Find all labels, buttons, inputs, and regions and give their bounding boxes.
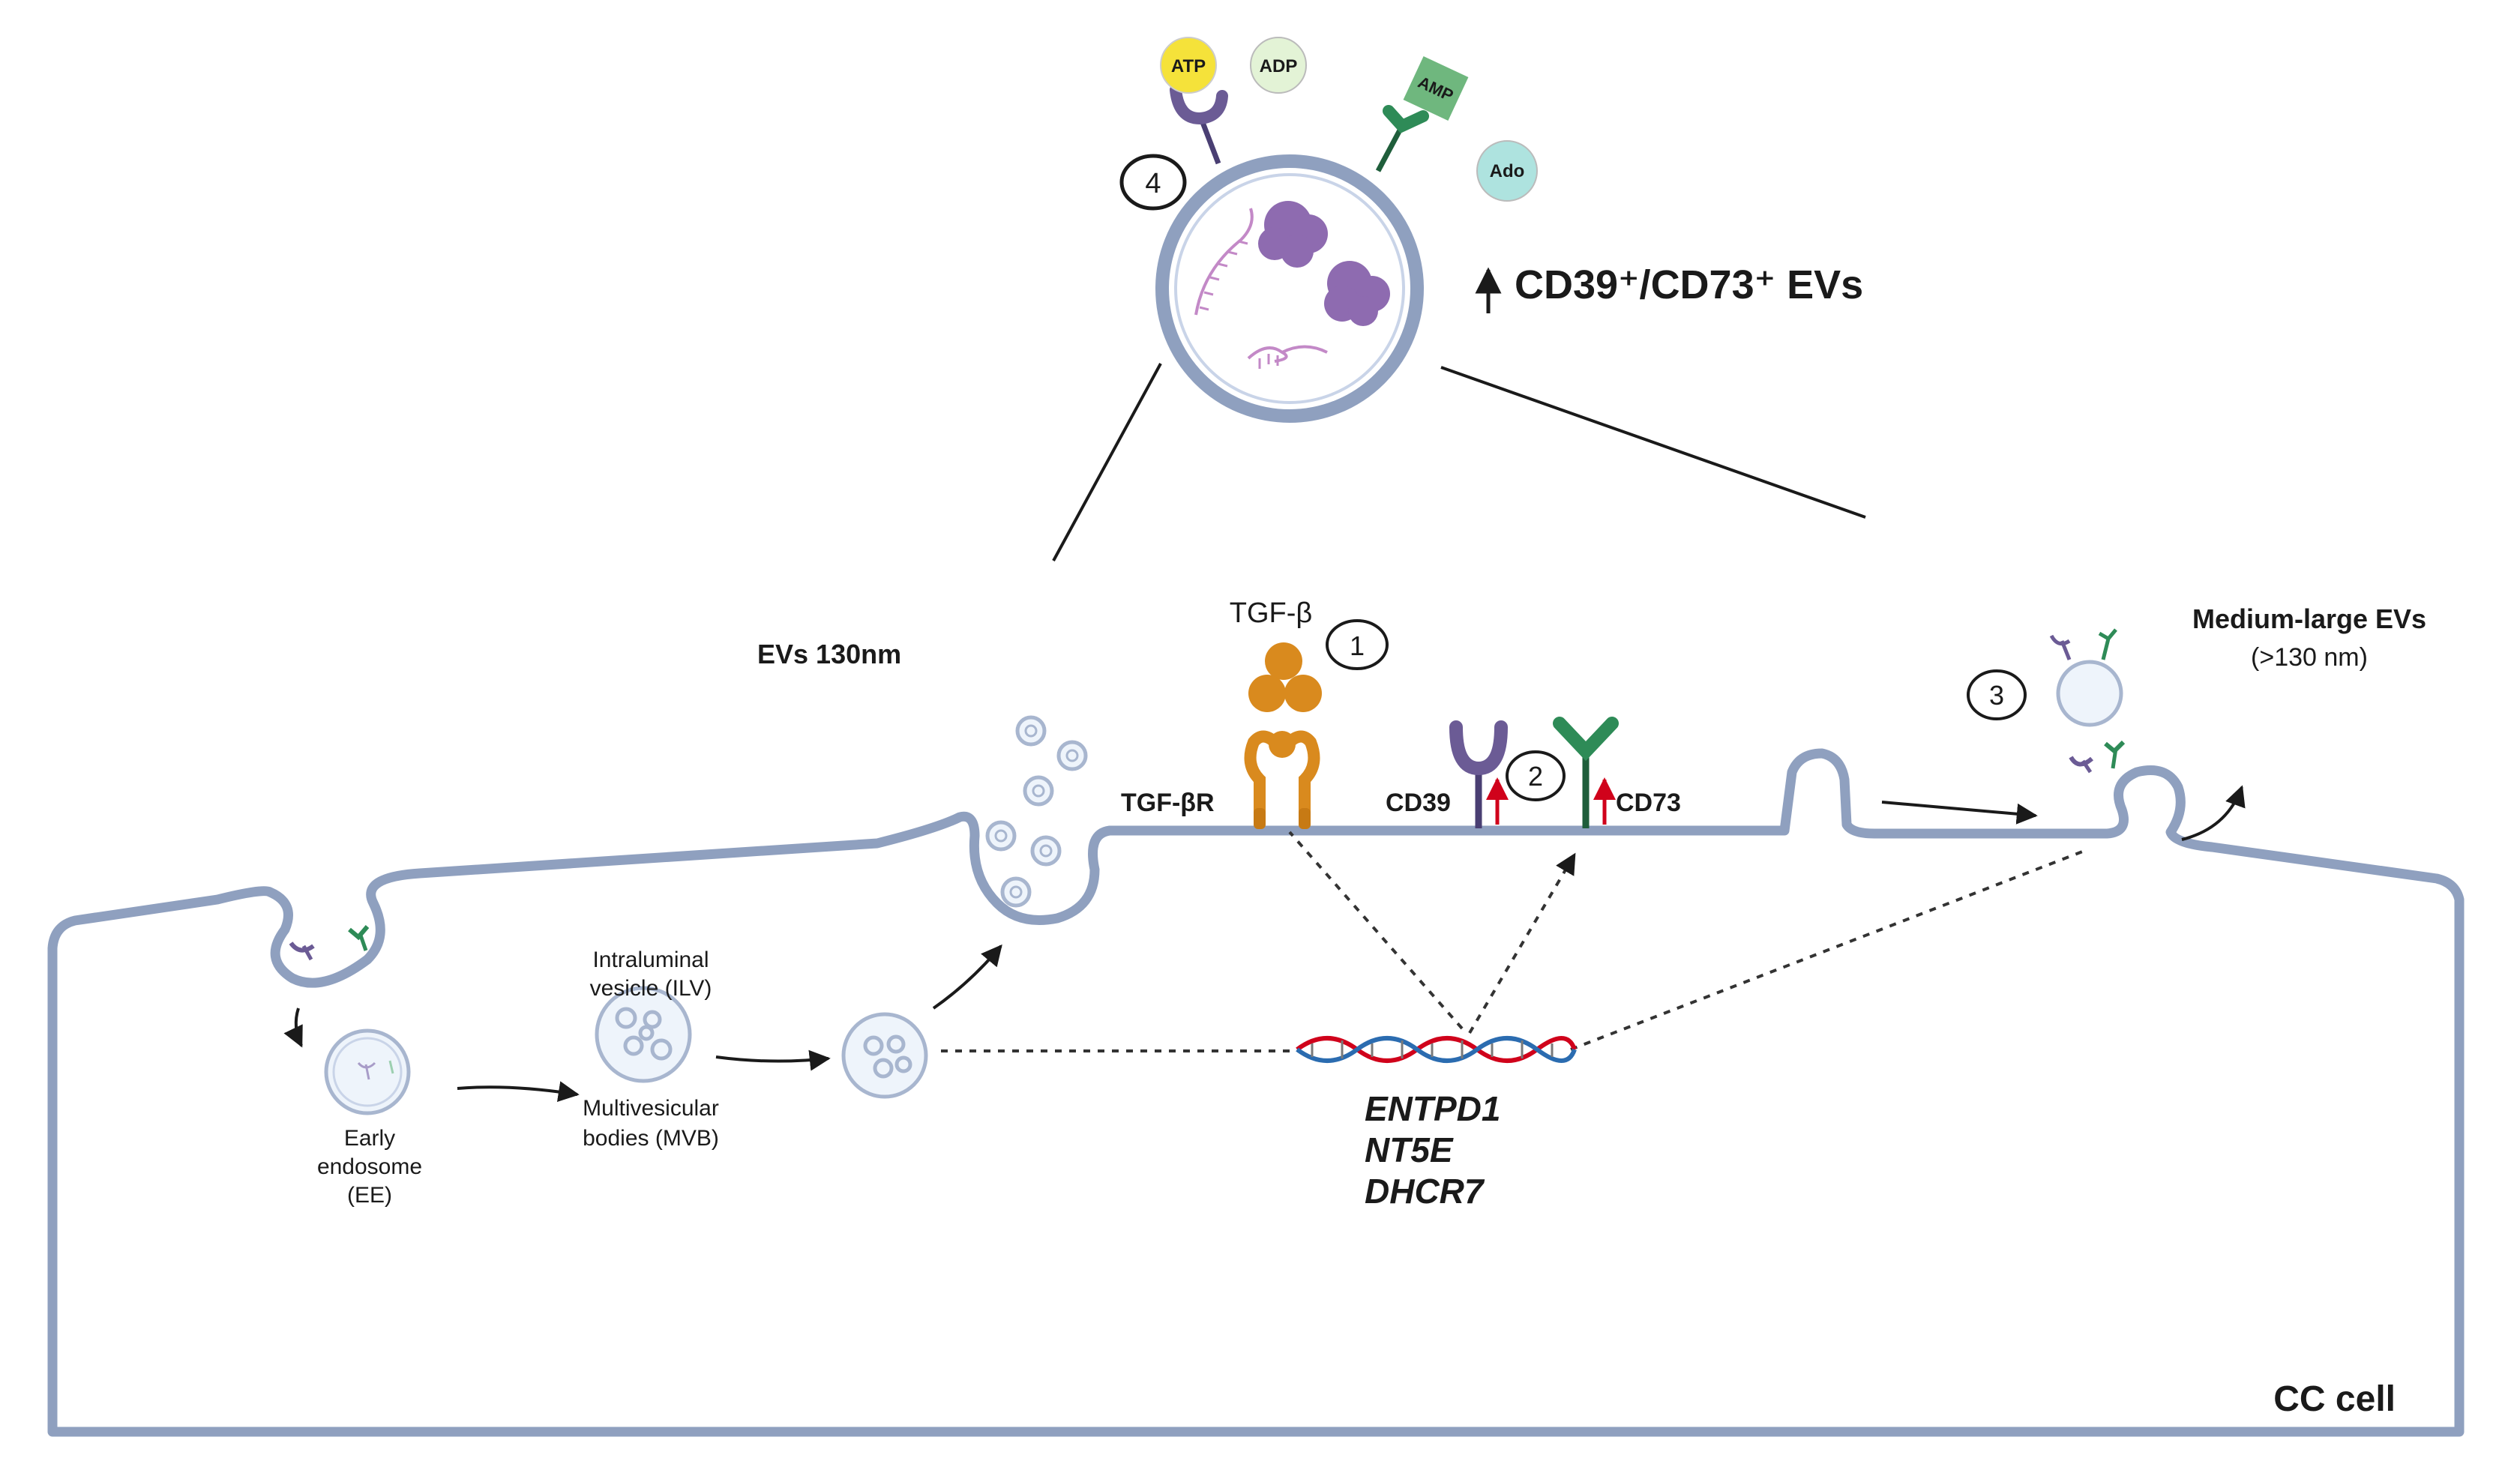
- adp-molecule: ADP: [1250, 37, 1307, 94]
- mvb-label-2: bodies (MVB): [583, 1126, 719, 1151]
- arrow-mvb-to-membrane: [932, 944, 1002, 1010]
- ilv-label-1: Intraluminal: [592, 948, 709, 972]
- medium-large-ev: [2049, 628, 2123, 727]
- arrow-pit-to-ee: [283, 1007, 303, 1048]
- cd73-label: CD73: [1616, 789, 1681, 817]
- tgfbr-label: TGF-βR: [1121, 789, 1215, 817]
- ev-title: CD39⁺/CD73⁺ EVs: [1515, 262, 1863, 307]
- rna-hairpin: [1247, 345, 1328, 363]
- cell-label: CC cell: [2273, 1379, 2396, 1419]
- ee-label-1: Early: [344, 1126, 395, 1151]
- protein-cargo: [1258, 201, 1390, 326]
- regulation-lines: [941, 831, 2085, 1052]
- zoomed-ev: [1155, 154, 1424, 423]
- step-1-marker: 1: [1326, 619, 1389, 670]
- early-endosome: [324, 1028, 411, 1115]
- rna-cargo: [1194, 208, 1254, 316]
- gene-nt5e: NT5E: [1365, 1130, 1454, 1169]
- cd39-receptor: [1449, 720, 1508, 828]
- zoom-line-right: [1440, 366, 1866, 519]
- svg-text:2: 2: [1528, 761, 1543, 792]
- tgfb-receptor: [1244, 730, 1320, 829]
- svg-text:1: 1: [1350, 630, 1365, 661]
- ev-cd39: [1170, 84, 1228, 165]
- cell-membrane: [47, 748, 2465, 1437]
- atp-molecule: ATP: [1160, 37, 1217, 94]
- step-2-marker: 2: [1506, 750, 1566, 801]
- arrow-to-budding: [1881, 801, 2038, 825]
- mvb-fusing: [841, 1012, 928, 1099]
- ev-cd73: [1375, 105, 1429, 172]
- tgfb-ligand: [1248, 642, 1322, 712]
- ev-size-label: EVs 130nm: [757, 639, 901, 669]
- svg-text:3: 3: [1989, 680, 2004, 711]
- ilv-label-2: vesicle (ILV): [590, 976, 712, 1001]
- released-exosomes: [985, 715, 1088, 908]
- arrow-ee-to-mvb: [457, 1081, 580, 1102]
- step-4-marker: 4: [1119, 154, 1187, 211]
- amp-molecule: AMP: [1403, 56, 1469, 121]
- svg-text:4: 4: [1145, 168, 1161, 199]
- ee-label-3: (EE): [347, 1183, 392, 1208]
- cd39-label: CD39: [1386, 789, 1451, 817]
- cd73-receptor: [1553, 717, 1619, 828]
- medium-large-label-1: Medium-large EVs: [2192, 603, 2426, 634]
- ado-label: Ado: [1490, 161, 1525, 181]
- tgfb-label: TGF-β: [1230, 597, 1313, 629]
- gene-entpd1: ENTPD1: [1365, 1089, 1500, 1128]
- ee-label-2: endosome: [317, 1154, 422, 1179]
- multivesicular-body: [595, 986, 692, 1083]
- step-3-marker: 3: [1967, 669, 2027, 720]
- dna-helix: [1296, 1036, 1577, 1063]
- arrow-mvb-to-fusing: [715, 1049, 831, 1071]
- budding-receptors: [2069, 740, 2126, 774]
- gene-dhcr7: DHCR7: [1365, 1172, 1485, 1211]
- endocytic-pit-receptors: [289, 925, 370, 961]
- adp-label: ADP: [1260, 56, 1298, 76]
- ado-molecule: Ado: [1476, 140, 1538, 202]
- zoom-line-left: [1052, 363, 1162, 561]
- mvb-label-1: Multivesicular: [583, 1096, 719, 1121]
- atp-label: ATP: [1171, 56, 1206, 76]
- medium-large-label-2: (>130 nm): [2251, 643, 2368, 672]
- arrow-release-large-ev: [2181, 785, 2246, 841]
